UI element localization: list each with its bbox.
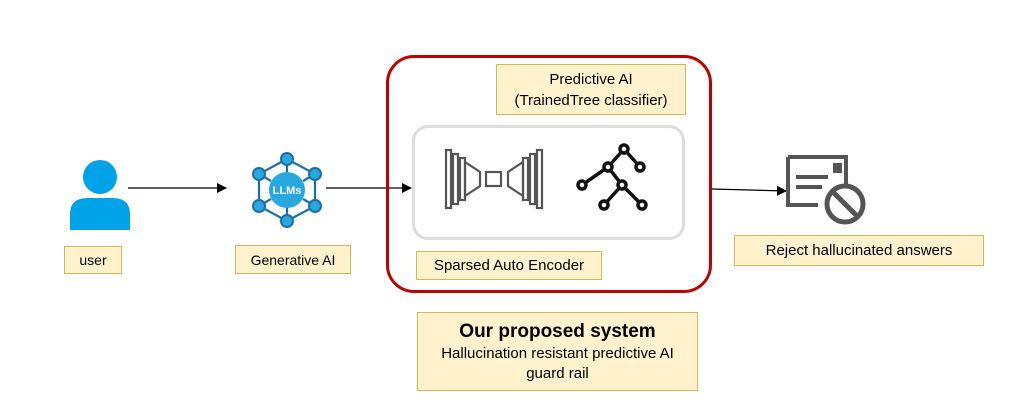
proposed-system-box	[386, 55, 712, 293]
predictive-ai-title: Predictive AI	[549, 70, 633, 88]
reject-label: Reject hallucinated answers	[734, 235, 984, 266]
proposed-system-caption: Our proposed system Hallucination resist…	[417, 312, 698, 391]
autoencoder-icon	[444, 148, 544, 210]
sparse-autoencoder-label: Sparsed Auto Encoder	[416, 251, 602, 280]
user-label: user	[64, 246, 122, 274]
predictive-ai-subtitle: (TrainedTree classifier)	[514, 91, 668, 109]
user-icon	[68, 160, 132, 230]
arrow-system-to-reject	[711, 185, 787, 196]
llm-network-icon: LLMs	[247, 150, 327, 230]
llm-label: Generative AI	[235, 245, 351, 274]
proposed-system-line2: guard rail	[526, 364, 589, 382]
llm-icon-text: LLMs	[273, 185, 302, 197]
predictive-ai-label: Predictive AI (TrainedTree classifier)	[496, 64, 686, 115]
proposed-system-line1: Hallucination resistant predictive AI	[441, 344, 674, 362]
proposed-system-title: Our proposed system	[459, 320, 656, 342]
reject-mail-icon	[786, 155, 870, 227]
model-components-box	[412, 125, 685, 240]
decision-tree-icon	[574, 143, 648, 213]
